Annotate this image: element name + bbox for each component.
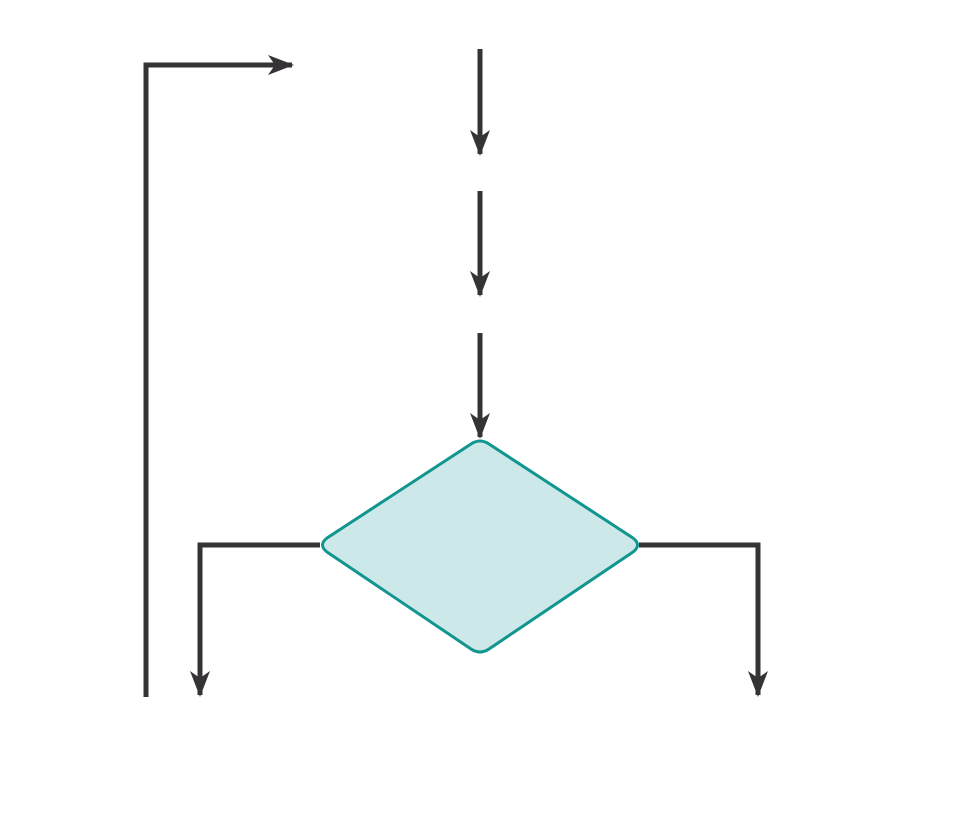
decision-diamond <box>321 439 639 654</box>
decision-left-branch <box>190 542 320 697</box>
loop-back-connector <box>143 55 294 697</box>
decision-right-branch <box>639 542 768 697</box>
